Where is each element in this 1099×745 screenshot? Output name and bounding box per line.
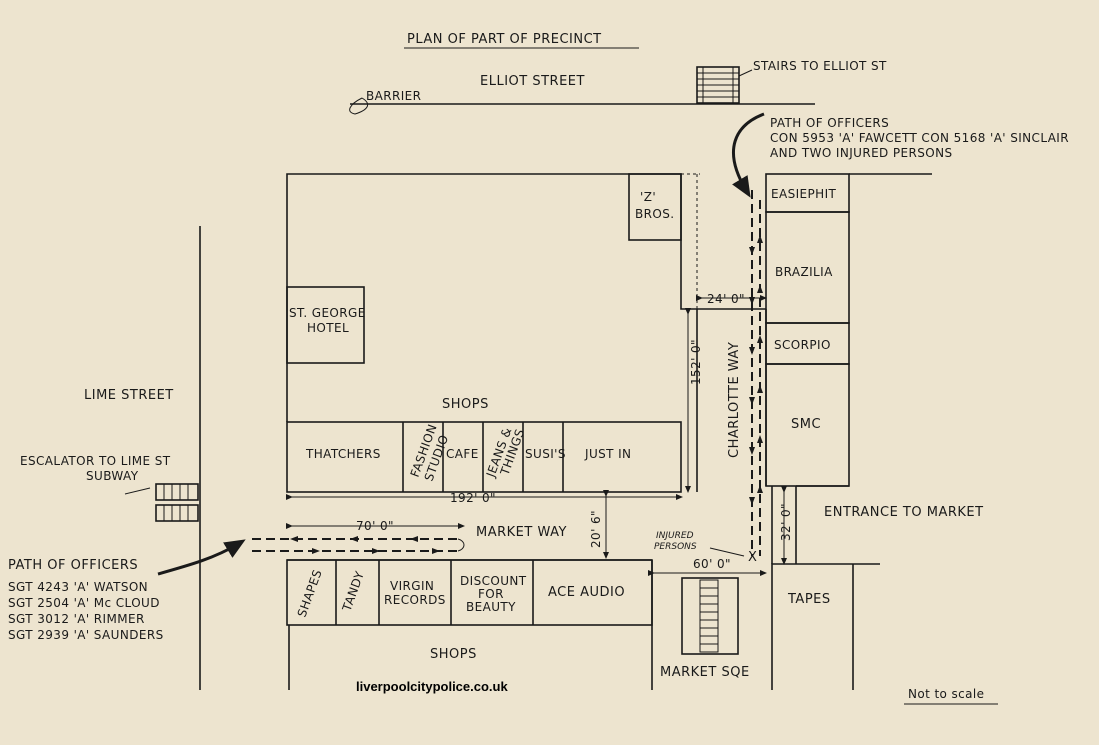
shop-tandy: TANDY bbox=[339, 569, 367, 614]
injured-pointer bbox=[709, 547, 745, 557]
dim-152-label: 152' 0" bbox=[689, 339, 703, 385]
officer-1: SGT 4243 'A' WATSON bbox=[8, 580, 148, 594]
street-market-sqe: MARKET SQE bbox=[660, 665, 750, 680]
shop-shapes: SHAPES bbox=[295, 568, 325, 619]
shop-susis: SUSI'S bbox=[525, 447, 566, 461]
stairs-elliot-icon bbox=[696, 66, 740, 104]
plan-title: PLAN OF PART OF PRECINCT bbox=[407, 32, 602, 47]
path-left-heading: PATH OF OFFICERS bbox=[8, 558, 138, 573]
barrier-pointer bbox=[349, 97, 369, 115]
shops-bottom-label: SHOPS bbox=[430, 647, 477, 662]
dim-32-label: 32' 0" bbox=[779, 503, 793, 541]
website-watermark: liverpoolcitypolice.co.uk bbox=[356, 679, 508, 694]
z-bros-label-2: BROS. bbox=[635, 207, 674, 221]
officer-3: SGT 3012 'A' RIMMER bbox=[8, 612, 145, 626]
path-right-line1: PATH OF OFFICERS bbox=[770, 116, 889, 130]
shop-ace-audio: ACE AUDIO bbox=[548, 585, 625, 600]
st-george-label-1: ST. GEORGE bbox=[289, 306, 366, 320]
dim-60-label: 60' 0" bbox=[693, 557, 731, 571]
dim-192-label: 192' 0" bbox=[450, 491, 496, 505]
street-market-way: MARKET WAY bbox=[476, 525, 567, 540]
dim-70-label: 70' 0" bbox=[356, 519, 394, 533]
street-elliot: ELLIOT STREET bbox=[480, 74, 585, 89]
brazilia-label: BRAZILIA bbox=[775, 265, 833, 279]
path-right-line2: CON 5953 'A' FAWCETT CON 5168 'A' SINCLA… bbox=[770, 131, 1069, 145]
escalator-label-1: ESCALATOR TO LIME ST bbox=[20, 454, 171, 468]
path-left-curved-arrow bbox=[157, 539, 246, 576]
st-george-label-2: HOTEL bbox=[307, 321, 349, 335]
officer-4: SGT 2939 'A' SAUNDERS bbox=[8, 628, 164, 642]
injured-mark: X bbox=[748, 550, 757, 565]
street-charlotte-way: CHARLOTTE WAY bbox=[727, 342, 742, 458]
shop-row-north bbox=[286, 421, 682, 493]
shop-discount-2: FOR bbox=[478, 587, 504, 601]
path-right-arrows bbox=[749, 235, 763, 505]
officer-2: SGT 2504 'A' Mc CLOUD bbox=[8, 596, 160, 610]
tapes-label: TAPES bbox=[787, 592, 831, 607]
stairs-label: STAIRS TO ELLIOT ST bbox=[753, 59, 887, 73]
shop-cafe: CAFE bbox=[446, 447, 479, 461]
dim-24-label: 24' 0" bbox=[707, 292, 745, 306]
injured-label-1: INJURED bbox=[656, 531, 694, 541]
shops-top-label: SHOPS bbox=[442, 397, 489, 412]
path-right-line3: AND TWO INJURED PERSONS bbox=[770, 146, 953, 160]
shop-virgin-1: VIRGIN bbox=[390, 579, 434, 593]
market-square-stairs-icon bbox=[681, 577, 739, 655]
entrance-label: ENTRANCE TO MARKET bbox=[824, 505, 984, 520]
stairs-pointer bbox=[738, 69, 753, 77]
shop-discount-3: BEAUTY bbox=[466, 600, 516, 614]
shop-discount-1: DISCOUNT bbox=[460, 574, 527, 588]
shop-tapes-outline bbox=[771, 563, 880, 690]
barrier-label: BARRIER bbox=[366, 89, 421, 103]
shop-just-in: JUST IN bbox=[584, 447, 631, 461]
shop-z-bros bbox=[628, 173, 682, 241]
path-left-dashed-line bbox=[252, 536, 465, 554]
z-bros-label-1: 'Z' bbox=[640, 190, 656, 204]
shop-thatchers: THATCHERS bbox=[305, 447, 381, 461]
scorpio-label: SCORPIO bbox=[774, 338, 831, 352]
dim-20-6-label: 20' 6" bbox=[589, 510, 603, 548]
scale-note: Not to scale bbox=[908, 687, 984, 701]
shop-virgin-2: RECORDS bbox=[384, 593, 446, 607]
injured-label-2: PERSONS bbox=[654, 542, 697, 552]
smc-label: SMC bbox=[791, 417, 821, 432]
escalator-icon bbox=[155, 483, 199, 522]
st-george-hotel bbox=[286, 286, 365, 364]
easiephit-label: EASIEPHIT bbox=[771, 187, 837, 201]
escalator-pointer bbox=[124, 487, 151, 495]
street-lime: LIME STREET bbox=[84, 388, 174, 403]
escalator-label-2: SUBWAY bbox=[86, 469, 139, 483]
path-right-curved-arrow bbox=[731, 112, 765, 198]
